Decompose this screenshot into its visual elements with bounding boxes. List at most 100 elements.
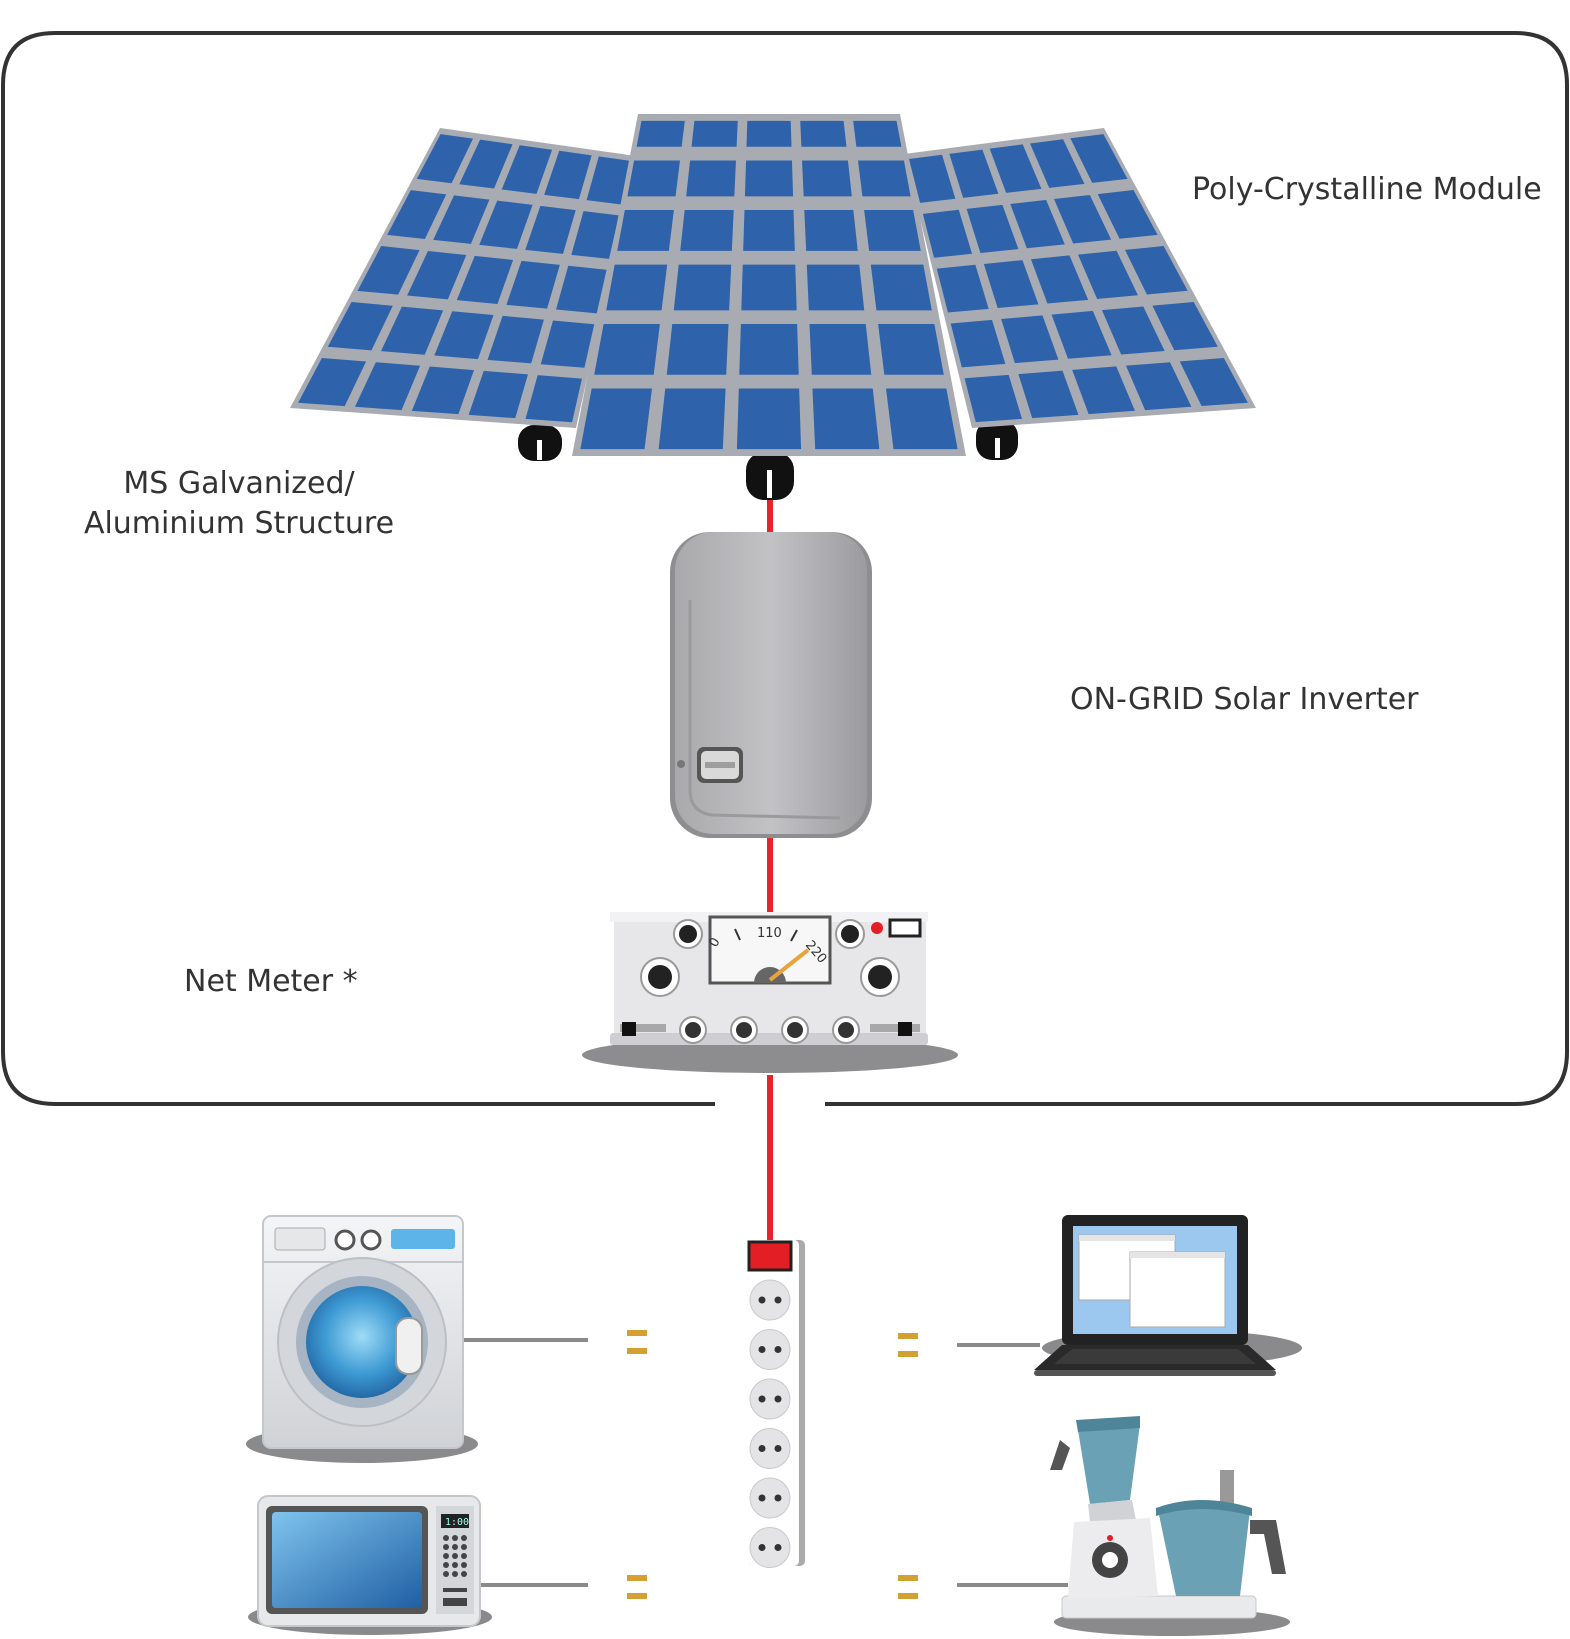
net-meter: 0 110 220 (582, 912, 958, 1073)
panel-cell (540, 320, 595, 368)
panel-cell (501, 145, 553, 194)
socket-hole (774, 1346, 782, 1353)
panel-cell (1097, 190, 1158, 239)
socket-hole (758, 1445, 766, 1452)
panel-cell (966, 204, 1019, 253)
panel-cell (357, 246, 420, 295)
panel-cell (1125, 246, 1188, 295)
solar-panel-left (290, 128, 636, 428)
solar-panel-right (904, 128, 1256, 428)
panel-cell (407, 250, 467, 300)
socket-hole (774, 1296, 782, 1304)
microwave-key (452, 1553, 458, 1559)
microwave-oven: 1:00 (248, 1495, 492, 1635)
panel-cell (433, 195, 490, 244)
panel-cell (627, 160, 680, 197)
panel-cell (739, 324, 799, 375)
microwave-key (461, 1562, 467, 1568)
panel-cell (459, 139, 513, 189)
socket-hole (758, 1544, 766, 1551)
microwave-key (452, 1535, 458, 1541)
microwave-key (443, 1553, 449, 1559)
socket-hole (758, 1296, 766, 1304)
socket-hole (758, 1346, 766, 1353)
plug-pins (627, 1330, 918, 1599)
panel-cell (964, 374, 1023, 423)
panel-cell (673, 264, 732, 311)
panel-cell (949, 149, 999, 198)
panel-cell (1179, 357, 1248, 407)
power-switch (747, 1240, 793, 1272)
socket-hole (758, 1494, 766, 1502)
microwave-key (443, 1562, 449, 1568)
socket-hole (774, 1445, 782, 1452)
panel-cell (479, 200, 533, 249)
panel-cell (936, 264, 989, 313)
socket (749, 1477, 791, 1519)
panel-cell (864, 210, 921, 251)
panel-cell (636, 120, 685, 147)
microwave-clock: 1:00 (445, 1517, 469, 1528)
label-structure: MS Galvanized/ Aluminium Structure (80, 464, 398, 544)
panel-cell (387, 190, 447, 239)
socket-hole (774, 1494, 782, 1502)
panel-cell (580, 388, 652, 450)
panel-cell (327, 302, 393, 351)
panel-cell (744, 160, 794, 197)
washing-machine (246, 1215, 478, 1463)
panel-cell (506, 260, 560, 309)
panel-cell (1053, 194, 1112, 244)
microwave-key (443, 1535, 449, 1541)
panel-cell (691, 120, 738, 147)
panel-cell (434, 311, 494, 360)
socket (749, 1428, 791, 1469)
panel-cell (680, 210, 734, 251)
microwave-key (461, 1553, 467, 1559)
panel-cell (586, 156, 632, 205)
panel-cell (544, 150, 592, 200)
panel-cell (1070, 134, 1128, 183)
panel-cell (746, 120, 792, 147)
socket (749, 1279, 791, 1321)
panel-cell (870, 264, 932, 311)
panel-cell (858, 160, 911, 197)
panel-cell (468, 370, 528, 419)
panel-cell (686, 160, 736, 197)
panel-cell (594, 324, 660, 375)
panel-cell (1001, 315, 1059, 364)
panel-cell (666, 324, 729, 375)
panel-cell (1030, 255, 1089, 304)
panel-mount-center (746, 452, 794, 500)
socket (749, 1527, 791, 1568)
panel-cell (853, 120, 902, 147)
microwave-key (452, 1562, 458, 1568)
panel-cell (1010, 199, 1065, 249)
label-structure-line2: Aluminium Structure (83, 506, 395, 541)
solar-inverter (670, 532, 872, 838)
panel-cell (487, 315, 544, 364)
panel-cell (908, 154, 956, 203)
panel-cell (804, 210, 858, 251)
panel-cell (1152, 302, 1218, 351)
panel-cell (802, 160, 852, 197)
panel-cell (806, 264, 865, 311)
panel-cell (416, 134, 473, 184)
panel-cell (800, 120, 847, 147)
socket (749, 1378, 791, 1420)
socket (749, 1329, 791, 1370)
power-strip-sockets (749, 1279, 791, 1568)
panel-cell (1072, 366, 1135, 415)
panel-cell (525, 205, 576, 254)
system-frame (1, 31, 1569, 1106)
panel-cell (809, 324, 872, 375)
panel-mount-right (976, 420, 1018, 460)
panel-cell (989, 144, 1042, 193)
panel-cell (741, 264, 797, 311)
panel-cell (658, 388, 726, 450)
blender-food-processor (1050, 1416, 1290, 1636)
panel-cell (525, 375, 582, 423)
panel-cell (1051, 310, 1112, 359)
label-on-grid-solar-inverter: ON-GRID Solar Inverter (1070, 682, 1419, 717)
microwave-key (461, 1535, 467, 1541)
